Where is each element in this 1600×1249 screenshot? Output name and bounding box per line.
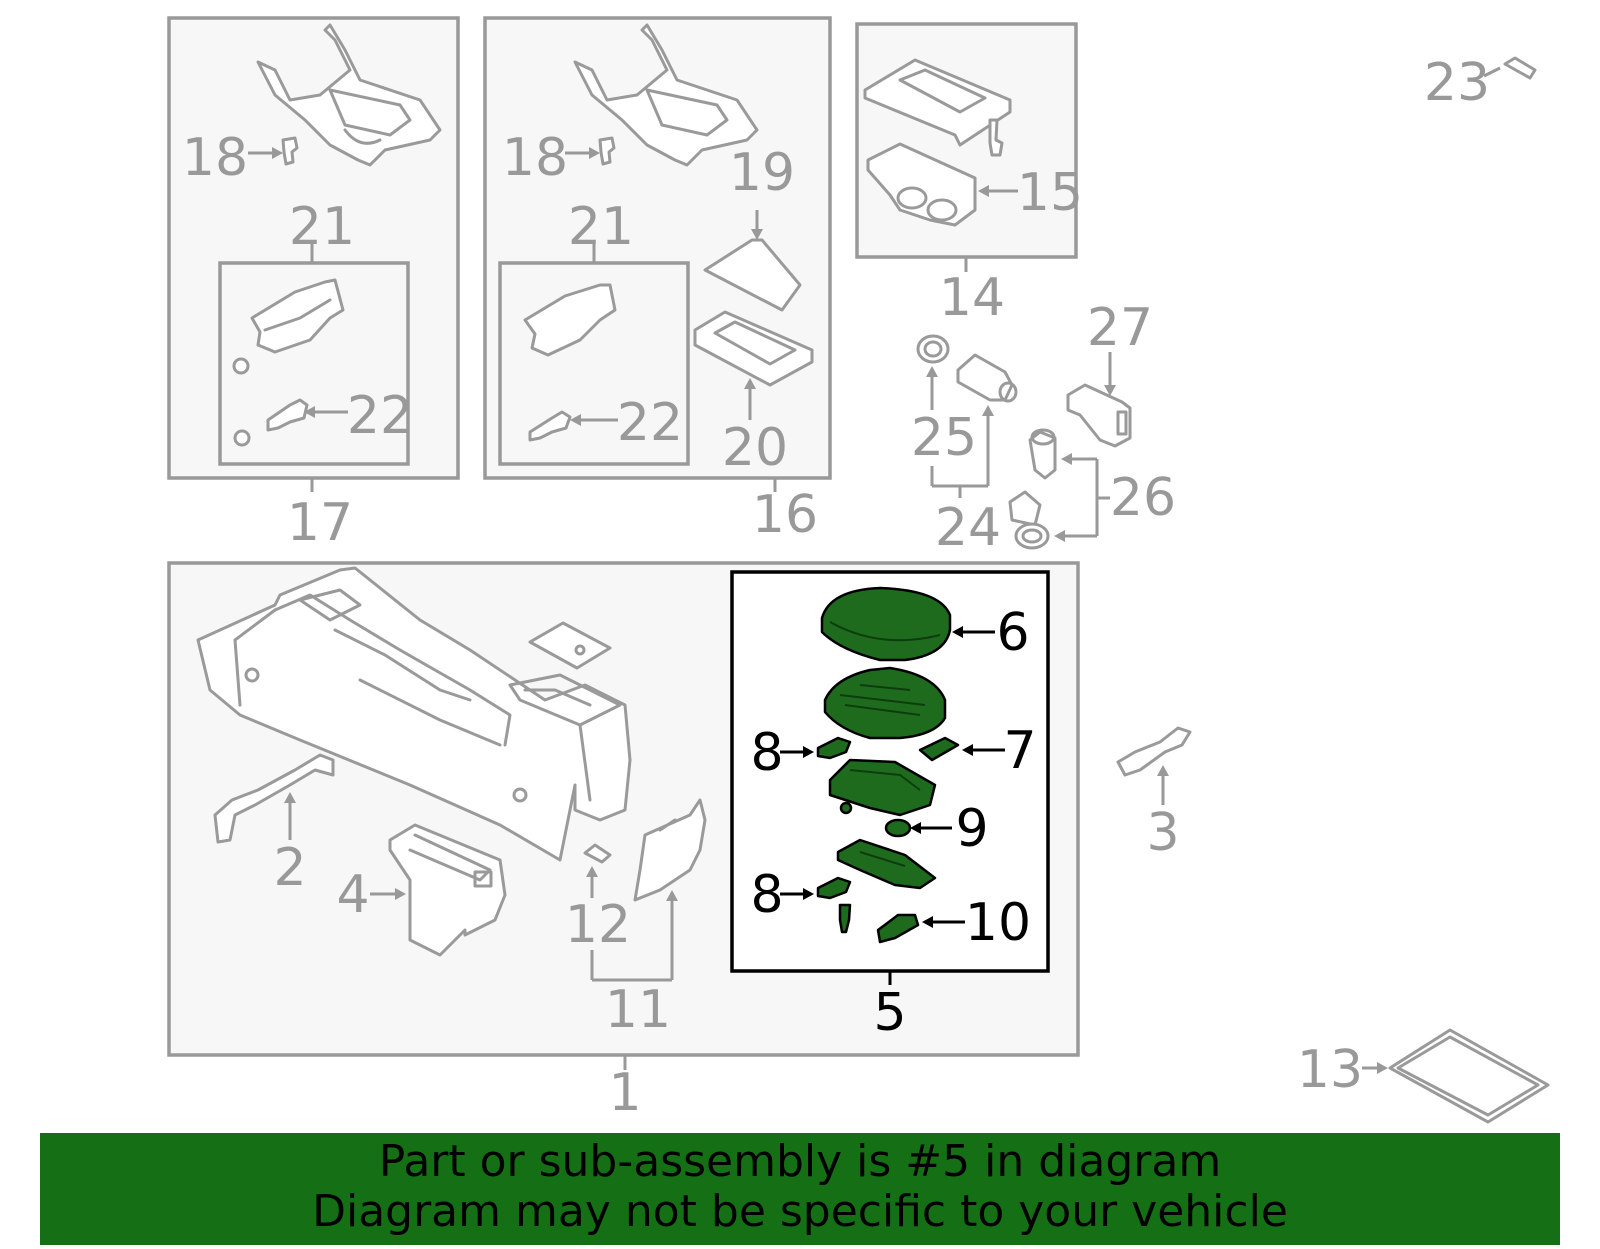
power-outlet-switch: [1066, 383, 1132, 448]
group-17-box: [167, 16, 460, 492]
mat-13: [1388, 1028, 1550, 1124]
bracket-22b: [528, 410, 572, 442]
clip-18b: [598, 136, 616, 166]
callout-23: 23: [1424, 53, 1490, 113]
socket-26b: [1008, 490, 1042, 527]
shift-bezel: [693, 310, 814, 387]
banner-line-2: Diagram may not be specific to your vehi…: [312, 1186, 1288, 1237]
cup-holder: [866, 142, 977, 227]
callout-3: 3: [1146, 803, 1179, 863]
callout-6: 6: [996, 603, 1029, 663]
socket-ring: [916, 334, 950, 364]
callout-5: 5: [873, 983, 906, 1043]
hinge-8a: [816, 736, 852, 760]
callout-25: 25: [911, 408, 977, 468]
group-5-box: [730, 570, 1050, 985]
callout-24: 24: [935, 498, 1001, 558]
group-16-box: [483, 16, 832, 492]
callout-8b: 8: [750, 865, 783, 925]
bracket-22a: [266, 398, 309, 432]
callout-9: 9: [955, 799, 988, 859]
callout-16: 16: [752, 485, 818, 545]
banner-line-1: Part or sub-assembly is #5 in diagram: [378, 1136, 1222, 1187]
storage-bin: [388, 823, 507, 957]
latch-7: [918, 736, 960, 762]
armrest-base: [828, 758, 937, 817]
bracket-2: [213, 753, 335, 844]
callout-13: 13: [1297, 1040, 1363, 1100]
shift-boot: [703, 238, 802, 312]
button-9: [884, 818, 912, 838]
callout-7: 7: [1003, 721, 1036, 781]
callout-20: 20: [722, 418, 788, 478]
bracket-21a: [250, 278, 345, 354]
callout-8a: 8: [750, 723, 783, 783]
callout-21b: 21: [568, 197, 634, 257]
callout-2: 2: [273, 838, 306, 898]
callout-11: 11: [605, 980, 671, 1040]
callout-21a: 21: [289, 197, 355, 257]
callout-14: 14: [939, 268, 1005, 328]
bracket-21b: [523, 283, 617, 357]
armrest-cushion: [823, 666, 947, 740]
callout-18b: 18: [502, 128, 568, 188]
callout-15: 15: [1017, 163, 1083, 223]
screw: [838, 903, 852, 934]
callout-4: 4: [336, 865, 369, 925]
cigar-lighter: [956, 353, 1014, 402]
callout-22a: 22: [347, 386, 413, 446]
callout-18a: 18: [182, 128, 248, 188]
callout-17: 17: [287, 493, 353, 553]
pad-small: [528, 621, 612, 670]
info-banner: Part or sub-assembly is #5 in diagram Di…: [40, 1133, 1560, 1245]
group-14-box: [855, 22, 1078, 272]
clip-18a: [281, 136, 299, 166]
callout-labels: 1 2 3 4 5 6 7 8 8 9 10 11 12 13 14 15 16…: [182, 53, 1490, 1123]
loose-parts: [916, 56, 1550, 1124]
callout-12: 12: [565, 895, 631, 955]
callout-1: 1: [608, 1063, 641, 1123]
callout-19: 19: [729, 143, 795, 203]
callout-10: 10: [965, 893, 1031, 953]
side-panel: [633, 798, 707, 902]
callout-27: 27: [1087, 298, 1153, 358]
latch-10: [876, 913, 920, 944]
hinge-8b: [816, 876, 852, 900]
bracket-3: [1116, 726, 1192, 777]
console-body: [196, 566, 632, 862]
clip-12: [583, 843, 612, 864]
callout-26: 26: [1110, 468, 1176, 528]
callout-22b: 22: [617, 393, 683, 453]
armrest-lid: [820, 586, 952, 662]
clip-23: [1503, 56, 1537, 80]
